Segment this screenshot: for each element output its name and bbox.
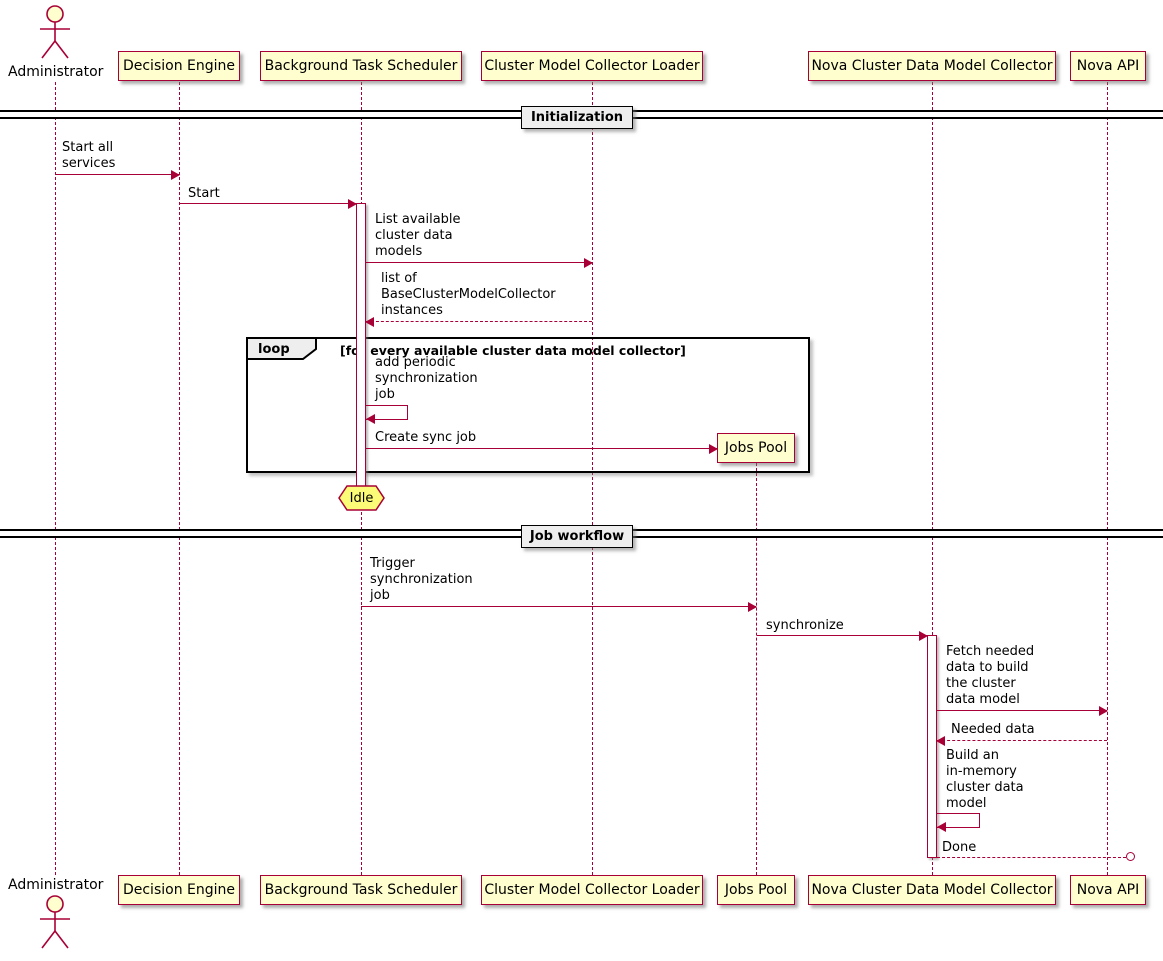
message-label-add-periodic: add periodic synchronization job bbox=[375, 355, 478, 402]
participant-nova-cluster-data-model-collector-bottom: Nova Cluster Data Model Collector bbox=[808, 875, 1056, 905]
message-label-fetch-needed: Fetch needed data to build the cluster d… bbox=[946, 644, 1035, 707]
message-label-create-sync-job: Create sync job bbox=[375, 430, 477, 445]
message-label-needed-data: Needed data bbox=[951, 722, 1035, 737]
participant-nova-api-top: Nova API bbox=[1070, 51, 1146, 81]
message-label-start-all-services: Start all services bbox=[62, 140, 116, 171]
loop-condition: [for every available cluster data model … bbox=[340, 343, 686, 358]
lifeline-nova-cluster-data-model-collector bbox=[932, 82, 933, 875]
message-label-list-available: List available cluster data models bbox=[375, 212, 461, 259]
message-arrow-fetch-needed bbox=[937, 706, 1108, 716]
actor-icon bbox=[40, 895, 70, 949]
participant-label: Jobs Pool bbox=[724, 440, 788, 456]
participant-label: Jobs Pool bbox=[724, 882, 788, 898]
open-circle-endpoint-icon bbox=[1126, 852, 1135, 861]
loop-tab-shape bbox=[246, 337, 317, 360]
message-arrow-done bbox=[937, 857, 1126, 858]
divider-label-job-workflow: Job workflow bbox=[521, 525, 633, 548]
arrowhead-left-icon bbox=[936, 736, 945, 746]
message-label-done: Done bbox=[942, 840, 977, 855]
participant-label: Nova API bbox=[1076, 882, 1140, 898]
arrowhead-right-icon bbox=[919, 631, 928, 641]
self-message-add-periodic bbox=[366, 405, 408, 420]
participant-label: Nova Cluster Data Model Collector bbox=[811, 58, 1053, 74]
loop-keyword: loop bbox=[258, 342, 290, 357]
actor-icon bbox=[40, 5, 70, 59]
message-label-build-model: Build an in-memory cluster data model bbox=[946, 748, 1024, 811]
arrowhead-left-icon bbox=[365, 317, 374, 327]
message-arrow-needed-data bbox=[936, 736, 1107, 746]
arrowhead-right-icon bbox=[171, 170, 180, 180]
idle-note: Idle bbox=[338, 485, 385, 511]
arrowhead-right-icon bbox=[709, 444, 718, 454]
lifeline-administrator bbox=[55, 82, 56, 875]
participant-background-task-scheduler-top: Background Task Scheduler bbox=[260, 51, 462, 81]
idle-note-text: Idle bbox=[349, 490, 374, 506]
participant-label: Cluster Model Collector Loader bbox=[484, 58, 700, 74]
message-arrow-synchronize bbox=[757, 631, 928, 641]
participant-cluster-model-collector-loader-bottom: Cluster Model Collector Loader bbox=[481, 875, 703, 905]
message-label-trigger-sync: Trigger synchronization job bbox=[370, 556, 473, 603]
message-arrow-start-all-services bbox=[56, 170, 180, 180]
participant-label: Background Task Scheduler bbox=[264, 58, 458, 74]
message-label-synchronize: synchronize bbox=[766, 618, 844, 633]
loop-frame: loop [for every available cluster data m… bbox=[246, 337, 810, 473]
arrowhead-right-icon bbox=[748, 602, 757, 612]
message-arrow-start bbox=[180, 199, 357, 209]
participant-jobs-pool-bottom: Jobs Pool bbox=[717, 875, 795, 905]
participant-label: Decision Engine bbox=[122, 58, 236, 74]
activation-nova-cluster-data-model-collector bbox=[927, 635, 937, 858]
message-arrow-list-available bbox=[366, 258, 593, 268]
arrowhead-left-icon bbox=[937, 822, 946, 832]
arrowhead-right-icon bbox=[348, 199, 357, 209]
lifeline-cluster-model-collector-loader bbox=[592, 82, 593, 875]
participant-decision-engine-top: Decision Engine bbox=[118, 51, 240, 81]
arrowhead-left-icon bbox=[366, 414, 375, 424]
message-arrow-list-of-instances bbox=[365, 317, 592, 327]
arrowhead-right-icon bbox=[584, 258, 593, 268]
divider-text: Initialization bbox=[530, 110, 624, 125]
participant-decision-engine-bottom: Decision Engine bbox=[118, 875, 240, 905]
participant-jobs-pool-created: Jobs Pool bbox=[717, 433, 795, 463]
lifeline-jobs-pool bbox=[756, 463, 757, 875]
arrowhead-right-icon bbox=[1099, 706, 1108, 716]
divider-text: Job workflow bbox=[529, 529, 625, 544]
lifeline-decision-engine bbox=[179, 82, 180, 875]
message-arrow-trigger-sync bbox=[361, 602, 757, 612]
participant-nova-api-bottom: Nova API bbox=[1070, 875, 1146, 905]
participant-cluster-model-collector-loader-top: Cluster Model Collector Loader bbox=[481, 51, 703, 81]
message-label-list-of-instances: list of BaseClusterModelCollector instan… bbox=[381, 271, 556, 318]
participant-label: Decision Engine bbox=[122, 882, 236, 898]
message-arrow-create-sync-job bbox=[366, 444, 718, 454]
participant-label: Background Task Scheduler bbox=[264, 882, 458, 898]
participant-administrator-bottom: Administrator bbox=[8, 877, 104, 893]
participant-background-task-scheduler-bottom: Background Task Scheduler bbox=[260, 875, 462, 905]
participant-label: Cluster Model Collector Loader bbox=[484, 882, 700, 898]
message-label-start: Start bbox=[188, 186, 220, 201]
activation-background-task-scheduler bbox=[356, 203, 366, 488]
participant-administrator-top: Administrator bbox=[8, 64, 104, 80]
lifeline-nova-api bbox=[1107, 82, 1108, 875]
divider-label-initialization: Initialization bbox=[521, 106, 633, 129]
participant-label: Nova Cluster Data Model Collector bbox=[811, 882, 1053, 898]
hexagon-shape bbox=[338, 485, 385, 511]
participant-label: Nova API bbox=[1076, 58, 1140, 74]
self-message-build-model bbox=[937, 813, 980, 828]
participant-nova-cluster-data-model-collector-top: Nova Cluster Data Model Collector bbox=[808, 51, 1056, 81]
